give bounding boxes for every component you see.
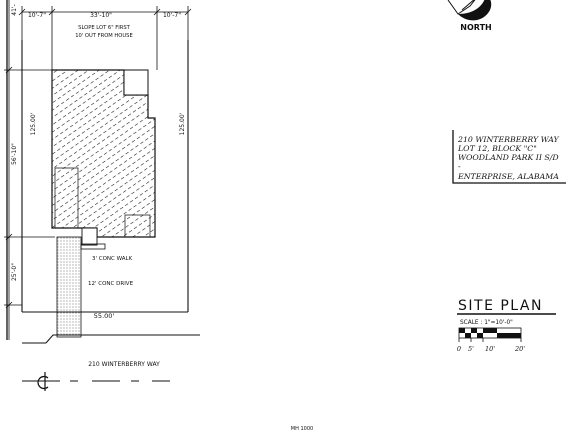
slope-note-line2: 10' OUT FROM HOUSE [75,33,133,39]
slope-note-line1: SLOPE LOT 6" FIRST [78,25,130,31]
right-setback-dim: 10'-7" [163,12,181,19]
lot-boundary [21,40,189,313]
lot-depth-right: 125.00' [179,112,186,135]
centerline-symbol [37,372,49,391]
scale-tick-5: 5' [468,345,474,353]
title-dash: - [458,162,461,171]
lot-depth-left: 125.00' [30,112,37,135]
house-depth-dim: 56'-10" [11,143,18,165]
house-footprint [51,69,156,246]
title-block [452,130,566,184]
house-width-dim: 33'-10" [90,12,112,19]
walk-label: 3' CONC WALK [92,256,133,262]
sheet-title: SITE PLAN [458,298,543,314]
scale-tick-10: 10' [485,345,495,353]
north-label: NORTH [460,23,491,32]
left-setback-dim: 10'-7" [28,12,46,19]
drive-label: 12' CONC DRIVE [88,281,134,287]
bottom-note: MH 1000 [291,426,313,432]
frontage-dim: 55.00' [94,312,115,320]
left-dimension-chain [4,0,55,340]
title-city: ENTERPRISE, ALABAMA [457,172,559,181]
top-dimension [18,6,192,70]
scale-label: SCALE : 1"=10'-0" [460,320,513,326]
scale-tick-0: 0 [457,345,461,353]
street-curb [22,334,200,344]
north-arrow [447,0,492,21]
concrete-walk [80,243,106,250]
concrete-drive [56,236,82,338]
title-lot: LOT 12, BLOCK "C" [457,144,537,153]
street-name: 210 WINTERBERRY WAY [88,361,160,368]
title-subdivision: WOODLAND PARK II S/D [458,153,559,162]
top-partial-dim: 41'- [11,4,18,15]
title-address: 210 WINTERBERRY WAY [457,135,560,144]
scale-tick-20: 20' [514,345,525,353]
graphic-scale-bar [458,327,522,342]
front-setback-dim: 25'-0" [11,263,18,281]
